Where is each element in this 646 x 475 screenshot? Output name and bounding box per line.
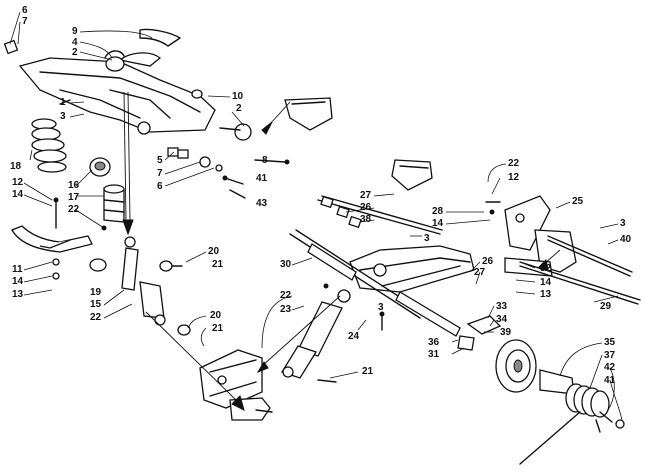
damper-16-17 (89, 157, 125, 223)
part-label-12: 12 (508, 172, 520, 183)
part-label-41: 41 (256, 173, 268, 184)
idler-wheel-spring (495, 339, 625, 465)
part-label-3: 3 (620, 218, 626, 229)
part-label-10: 10 (232, 91, 244, 102)
part-label-38: 38 (360, 214, 372, 225)
part-label-14: 14 (12, 189, 24, 200)
part-label-15: 15 (90, 299, 102, 310)
part-label-29: 29 (600, 301, 612, 312)
part-label-35: 35 (604, 337, 616, 348)
part-label-6: 6 (157, 181, 163, 192)
leader-lines (9, 11, 623, 421)
part-label-2: 2 (236, 103, 242, 114)
part-label-9: 9 (72, 26, 78, 37)
part-label-31: 31 (428, 349, 440, 360)
part-label-20: 20 (210, 310, 222, 321)
part-label-36: 36 (428, 337, 440, 348)
part-label-21: 21 (362, 366, 374, 377)
part-label-40: 40 (620, 234, 632, 245)
part-label-41: 41 (604, 375, 616, 386)
part-label-22: 22 (280, 290, 292, 301)
part-label-7: 7 (157, 168, 163, 179)
part-label-4: 4 (72, 37, 78, 48)
assembly-arrows (122, 91, 561, 411)
part-label-7: 7 (22, 16, 28, 27)
part-label-39: 39 (500, 327, 512, 338)
part-label-20: 20 (208, 246, 220, 257)
part-label-14: 14 (540, 277, 552, 288)
part-label-13: 13 (540, 289, 552, 300)
part-label-3: 3 (424, 233, 430, 244)
part-label-14: 14 (432, 218, 444, 229)
part-label-24: 24 (348, 331, 360, 342)
front-shock (89, 225, 191, 336)
part-label-16: 16 (68, 180, 80, 191)
part-label-26: 26 (360, 202, 372, 213)
part-label-33: 33 (496, 301, 508, 312)
part-label-1: 1 (60, 97, 66, 108)
part-label-25: 25 (572, 196, 584, 207)
rear-shock (281, 283, 385, 383)
part-label-21: 21 (212, 323, 224, 334)
rear-arm-assembly (349, 159, 577, 351)
part-label-8: 8 (262, 155, 268, 166)
part-label-22: 22 (508, 158, 520, 169)
part-label-21: 21 (212, 259, 224, 270)
part-label-5: 5 (157, 155, 163, 166)
part-label-32: 32 (540, 263, 552, 274)
part-label-18: 18 (10, 161, 22, 172)
part-label-3: 3 (378, 302, 384, 313)
part-label-11: 11 (12, 264, 23, 275)
front-hardware (167, 147, 290, 199)
spring-stack (31, 118, 67, 173)
part-label-30: 30 (280, 259, 292, 270)
part-label-42: 42 (604, 362, 616, 373)
part-label-6: 6 (22, 5, 28, 16)
part-label-17: 17 (68, 192, 80, 203)
part-label-12: 12 (12, 177, 24, 188)
part-label-3: 3 (60, 111, 66, 122)
part-label-37: 37 (604, 350, 616, 361)
part-label-14: 14 (12, 276, 24, 287)
part-label-27: 27 (360, 190, 372, 201)
part-label-13: 13 (12, 289, 24, 300)
part-label-22: 22 (68, 204, 80, 215)
stopper-bracket (11, 197, 93, 280)
part-label-19: 19 (90, 287, 102, 298)
part-label-26: 26 (482, 256, 494, 267)
part-label-27: 27 (474, 267, 486, 278)
lower-bracket (199, 349, 273, 421)
part-label-2: 2 (72, 47, 78, 58)
part-label-22: 22 (90, 312, 102, 323)
front-arm-assembly (3, 28, 333, 141)
part-label-28: 28 (432, 206, 444, 217)
part-label-43: 43 (256, 198, 268, 209)
part-label-34: 34 (496, 314, 508, 325)
part-label-23: 23 (280, 304, 292, 315)
